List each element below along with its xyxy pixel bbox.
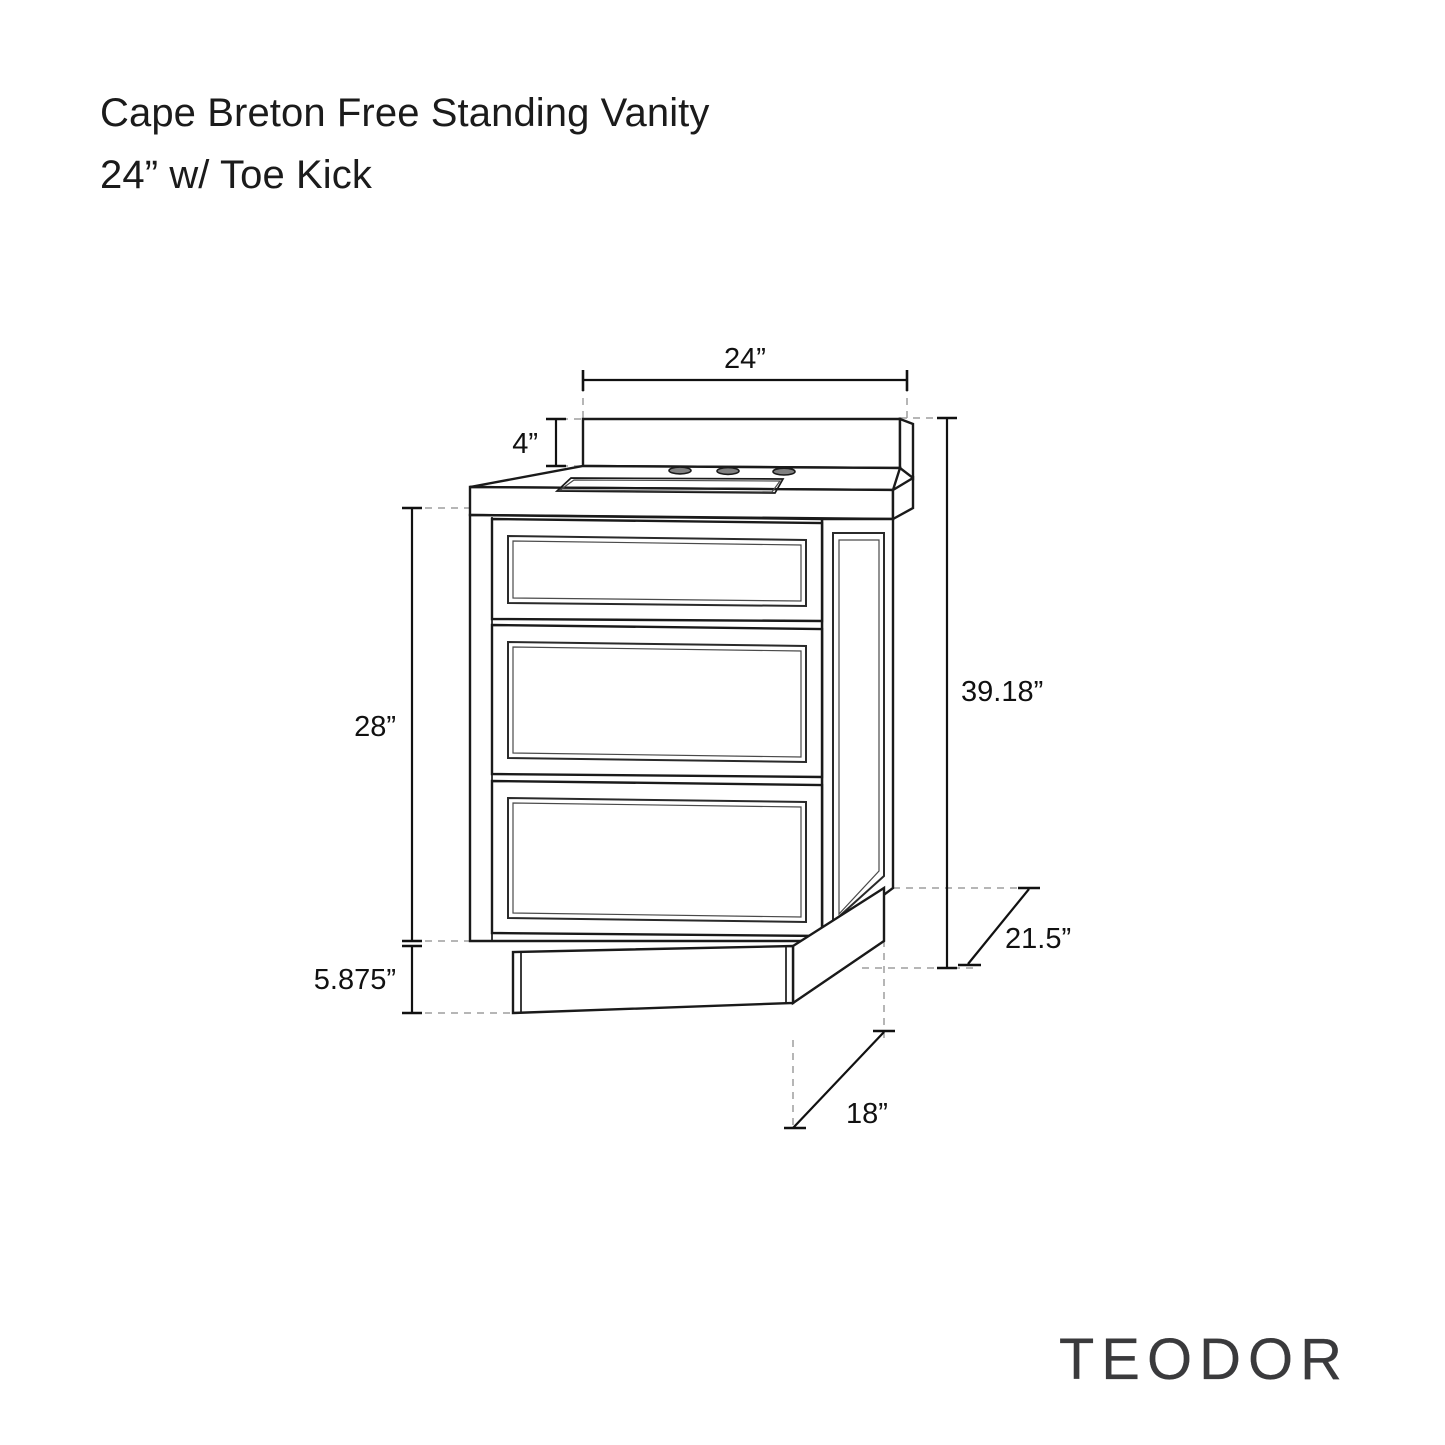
drawer-fronts [490, 517, 824, 938]
side-panel-inset-shadow [838, 539, 880, 916]
faucet-hole-right [772, 467, 796, 476]
faucet-hole-center [716, 466, 740, 476]
title-block: Cape Breton Free Standing Vanity 24” w/ … [100, 82, 1000, 206]
dimension-depth-upper: 21.5” [958, 886, 1071, 967]
dim-depth-upper-label: 21.5” [1005, 923, 1071, 955]
page-title-line-2: 24” w/ Toe Kick [100, 153, 372, 197]
dim-depth-lower-line [792, 1031, 885, 1129]
drawer-top-inset [507, 534, 807, 608]
drawer-front-middle [490, 623, 824, 779]
drawer-top-inset-shadow [512, 540, 802, 602]
dim-overall-label: 39.18” [961, 676, 1043, 708]
dim-backsplash-label: 4” [512, 428, 538, 460]
page-title-line-1: Cape Breton Free Standing Vanity [100, 91, 710, 135]
drawer-front-top [490, 517, 824, 623]
dimension-width: 24” [581, 343, 909, 391]
countertop-right-edge [891, 475, 915, 522]
drawer-middle-inset [507, 640, 807, 764]
dim-depth-lower-label: 18” [846, 1098, 888, 1130]
drawer-bottom-inset [507, 796, 807, 924]
vanity-assembly [468, 417, 915, 1015]
brand-logo: TEODOR [1058, 1327, 1349, 1392]
sink-cutout [554, 477, 785, 494]
faucet-hole-left [668, 466, 692, 475]
backsplash-right-return [898, 417, 915, 481]
dimension-toekick-height: 5.875” [314, 944, 422, 1015]
dimension-backsplash: 4” [512, 417, 566, 468]
toe-kick-floor-edge [792, 940, 885, 1004]
dimension-overall-height: 39.18” [937, 416, 1043, 970]
sink-cutout-inner [558, 479, 782, 493]
dim-body-label: 28” [354, 711, 396, 743]
dim-width-label: 24” [724, 343, 766, 375]
backsplash-front-face [581, 417, 902, 470]
countertop [468, 464, 915, 522]
drawer-bottom-inset-shadow [512, 802, 802, 918]
dim-toekick-label: 5.875” [314, 964, 396, 996]
dimension-depth-lower: 18” [784, 1029, 895, 1130]
toe-kick [511, 885, 886, 1015]
toe-kick-front-face [511, 944, 795, 1015]
dimension-body-height: 28” [354, 506, 422, 943]
side-panel-inset [832, 532, 885, 925]
drawer-front-bottom [490, 779, 824, 938]
dim-depth-upper-line [967, 888, 1030, 965]
side-panel [820, 517, 895, 944]
drawer-middle-inset-shadow [512, 646, 802, 758]
